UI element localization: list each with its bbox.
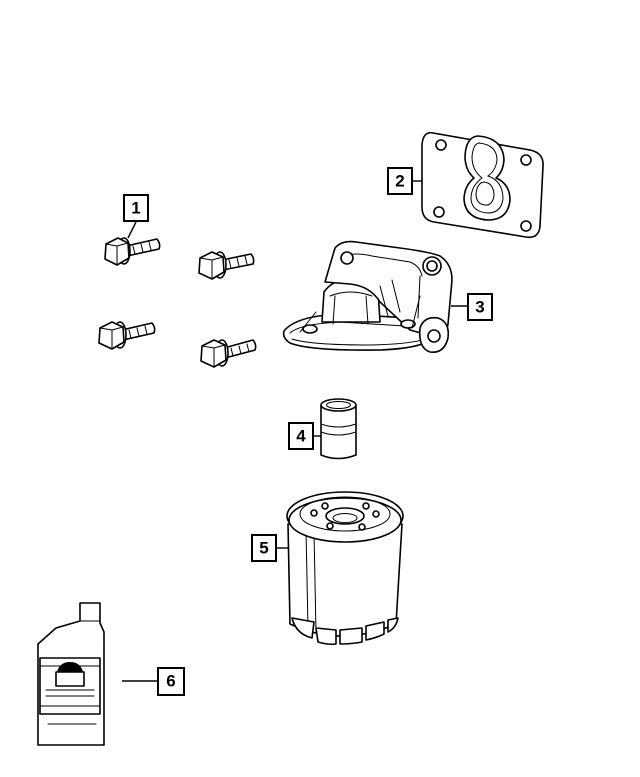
bolt-a — [104, 237, 161, 266]
gasket[interactable] — [421, 131, 544, 239]
callout-1-label: 1 — [131, 199, 140, 218]
threaded-nipple[interactable] — [320, 398, 357, 460]
callout-2-label: 2 — [395, 172, 404, 191]
bolt-group[interactable] — [98, 237, 257, 368]
callout-5[interactable]: 5 — [251, 534, 277, 562]
leader-1 — [127, 221, 137, 239]
callout-2[interactable]: 2 — [387, 167, 413, 195]
oil-filter[interactable] — [286, 491, 404, 646]
bolt-c — [98, 321, 156, 350]
callout-4-label: 4 — [296, 427, 306, 446]
callout-1[interactable]: 1 — [123, 194, 149, 222]
callout-4[interactable]: 4 — [288, 422, 314, 450]
oil-bottle[interactable] — [37, 602, 105, 746]
callout-3[interactable]: 3 — [467, 293, 493, 321]
bolt-b — [198, 251, 255, 280]
callout-6-label: 6 — [166, 672, 175, 691]
callout-5-label: 5 — [259, 539, 268, 558]
callout-6[interactable]: 6 — [157, 667, 185, 696]
bolt-d — [200, 339, 257, 368]
filter-adapter-housing[interactable] — [282, 240, 453, 354]
callout-3-label: 3 — [475, 298, 484, 317]
